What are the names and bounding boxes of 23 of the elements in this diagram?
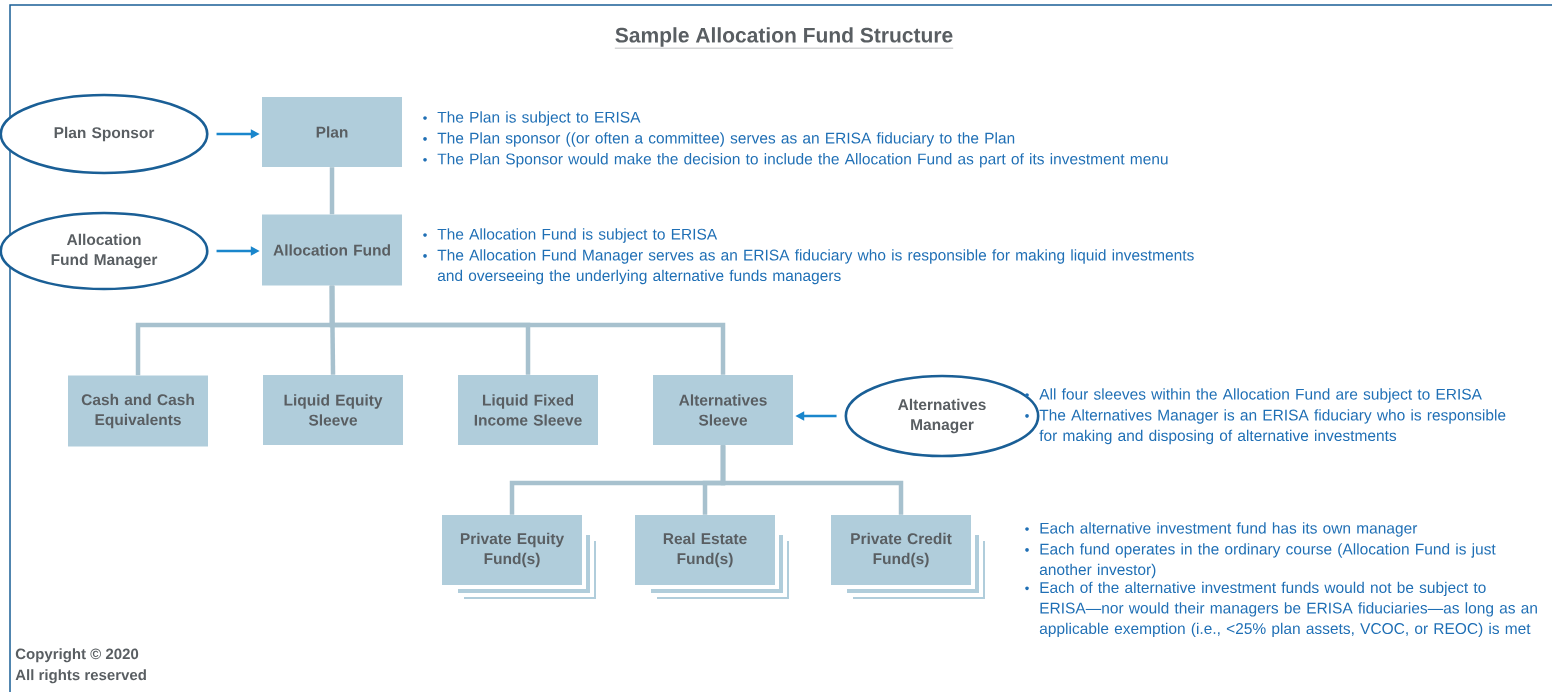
title: Sample Allocation Fund Structure	[614, 27, 954, 49]
entity-box: Liquid Fixed Income Sleeve	[458, 375, 598, 445]
bullet-item: Each fund operates in the ordinary course (Allocation Fund is just another investor)	[1025, 543, 1496, 579]
bullet-item: Each of the alternative investment funds would not be subject to ERISA—nor would their managers be ERISA fiduciaries—as long as an applicable exemption (i.e., <25% plan assets, VCOC, or REOC) is met	[1025, 581, 1537, 638]
connector-line	[720, 445, 904, 515]
bullet-item: The Plan is subject to ERISA	[423, 111, 641, 126]
bullet-item: The Allocation Fund is subject to ERISA	[423, 228, 718, 243]
stacked-fund-boxes: Real Estate Fund(s)	[635, 515, 789, 599]
bullet-item: The Plan Sponsor would make the decision to include the Allocation Fund as part of its investment menu	[423, 153, 1168, 168]
entity-box: Cash and Cash Equivalents	[68, 375, 208, 447]
entity-box: Alternatives Sleeve	[653, 375, 793, 445]
bullet-item: The Plan sponsor ((or often a committee) serves as an ERISA fiduciary to the Plan	[423, 132, 1015, 147]
connector-line	[329, 167, 335, 215]
stacked-fund-boxes: Private Equity Fund(s)	[442, 515, 596, 599]
stacked-fund-boxes: Private Credit Fund(s)	[831, 515, 985, 599]
entity-box: Plan	[262, 97, 402, 167]
bullet-item: The Allocation Fund Manager serves as an ERISA fiduciary who is responsible for making liquid investments and overseeing the underlying alternative funds managers	[423, 249, 1194, 285]
copyright-note: All rights reserved	[15, 669, 146, 684]
entity-box: Allocation Fund	[262, 214, 402, 286]
connector-line	[329, 285, 726, 375]
copyright-note: Copyright © 2020	[15, 648, 139, 663]
bullet-item: Each alternative investment fund has its own manager	[1025, 522, 1418, 537]
entity-box: Liquid Equity Sleeve	[263, 375, 403, 445]
